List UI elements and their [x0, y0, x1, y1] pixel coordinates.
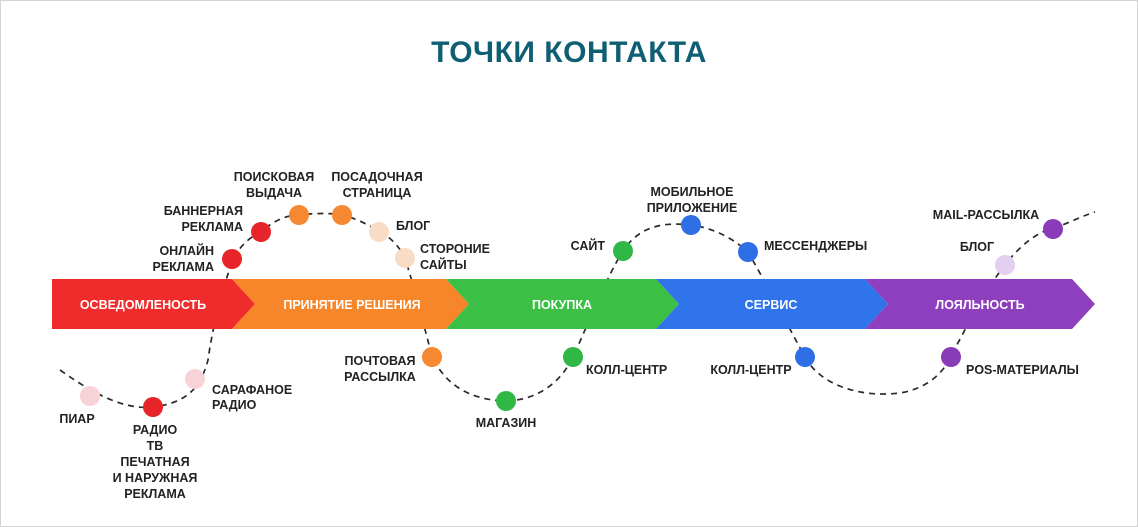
dot-sarafan [185, 369, 205, 389]
dot-online-ads [222, 249, 242, 269]
stage-purchase [446, 279, 679, 329]
dot-blog-2 [995, 255, 1015, 275]
label-line: ПОЧТОВАЯ [345, 354, 416, 368]
stage-service [656, 279, 888, 329]
dot-messengers [738, 242, 758, 262]
label-blog-1: БЛОГ [396, 219, 430, 233]
label-line: ВЫДАЧА [246, 186, 302, 200]
stage-label-decision: ПРИНЯТИЕ РЕШЕНИЯ [283, 298, 420, 312]
label-line: МОБИЛЬНОЕ [651, 185, 734, 199]
label-line: БАННЕРНАЯ [164, 204, 243, 218]
label-mail-newsletter: MAIL-РАССЫЛКА [933, 208, 1039, 222]
touchpoint-dots [80, 205, 1063, 417]
touchpoint-labels: ПИАР РАДИО ТВ ПЕЧАТНАЯ И НАРУЖНАЯ РЕКЛАМА СА… [59, 170, 1079, 501]
label-online-ads: ОНЛАЙН РЕКЛАМА [152, 243, 214, 274]
stage-decision [232, 279, 469, 329]
dot-site [613, 241, 633, 261]
label-piar: ПИАР [59, 412, 94, 426]
dot-banner-ads [251, 222, 271, 242]
dot-mail-newsletter [1043, 219, 1063, 239]
label-line: POS-МАТЕРИАЛЫ [966, 363, 1079, 377]
dot-shop [496, 391, 516, 411]
label-callcenter-1: КОЛЛ-ЦЕНТР [586, 363, 667, 377]
label-line: РАДИО [133, 423, 178, 437]
stage-label-service: СЕРВИС [745, 298, 798, 312]
label-line: ПОСАДОЧНАЯ [331, 170, 422, 184]
label-line: САЙТ [571, 238, 606, 253]
label-mobile-app: МОБИЛЬНОЕ ПРИЛОЖЕНИЕ [647, 185, 738, 215]
dot-callcenter-2 [795, 347, 815, 367]
dot-third-party [395, 248, 415, 268]
dot-callcenter-1 [563, 347, 583, 367]
label-line: КОЛЛ-ЦЕНТР [710, 363, 791, 377]
label-line: ПИАР [59, 412, 94, 426]
dot-mobile-app [681, 215, 701, 235]
dot-landing [332, 205, 352, 225]
stage-label-loyalty: ЛОЯЛЬНОСТЬ [935, 298, 1024, 312]
label-blog-2: БЛОГ [960, 240, 994, 254]
label-line: СТРАНИЦА [343, 186, 412, 200]
label-line: РАССЫЛКА [344, 370, 416, 384]
label-line: БЛОГ [396, 219, 430, 233]
dot-blog-1 [369, 222, 389, 242]
label-line: MAIL-РАССЫЛКА [933, 208, 1039, 222]
journey-path [59, 211, 1096, 409]
label-site: САЙТ [571, 238, 606, 253]
label-mailing: ПОЧТОВАЯ РАССЫЛКА [344, 354, 416, 384]
label-line: ПРИЛОЖЕНИЕ [647, 201, 738, 215]
label-line: МАГАЗИН [476, 416, 537, 430]
label-line: РЕКЛАМА [152, 260, 214, 274]
label-messengers: МЕССЕНДЖЕРЫ [764, 239, 867, 253]
label-callcenter-2: КОЛЛ-ЦЕНТР [710, 363, 791, 377]
dot-pos [941, 347, 961, 367]
label-line: САРАФАНОЕ [212, 383, 292, 397]
label-line: РЕКЛАМА [124, 487, 186, 501]
label-line: И НАРУЖНАЯ [113, 471, 198, 485]
label-line: САЙТЫ [420, 257, 467, 272]
dot-mailing [422, 347, 442, 367]
label-line: СТОРОНИЕ [420, 242, 490, 256]
dot-search [289, 205, 309, 225]
label-line: РЕКЛАМА [181, 220, 243, 234]
stage-arrows [52, 279, 1095, 329]
label-line: ТВ [147, 439, 164, 453]
stage-loyalty [865, 279, 1095, 329]
label-radio-tv: РАДИО ТВ ПЕЧАТНАЯ И НАРУЖНАЯ РЕКЛАМА [113, 423, 198, 501]
label-line: МЕССЕНДЖЕРЫ [764, 239, 867, 253]
label-shop: МАГАЗИН [476, 416, 537, 430]
label-line: РАДИО [212, 398, 257, 412]
label-pos: POS-МАТЕРИАЛЫ [966, 363, 1079, 377]
dot-radio-tv [143, 397, 163, 417]
label-line: БЛОГ [960, 240, 994, 254]
label-search: ПОИСКОВАЯ ВЫДАЧА [234, 170, 315, 200]
label-landing: ПОСАДОЧНАЯ СТРАНИЦА [331, 170, 422, 200]
stage-awareness [52, 279, 255, 329]
label-line: ПЕЧАТНАЯ [120, 455, 189, 469]
label-banner-ads: БАННЕРНАЯ РЕКЛАМА [164, 204, 243, 234]
page-title: ТОЧКИ КОНТАКТА [431, 36, 707, 69]
label-line: ОНЛАЙН [159, 243, 214, 258]
dot-piar [80, 386, 100, 406]
label-line: ПОИСКОВАЯ [234, 170, 315, 184]
stage-label-purchase: ПОКУПКА [532, 298, 592, 312]
stage-label-awareness: ОСВЕДОМЛЕНОСТЬ [80, 298, 206, 312]
label-line: КОЛЛ-ЦЕНТР [586, 363, 667, 377]
